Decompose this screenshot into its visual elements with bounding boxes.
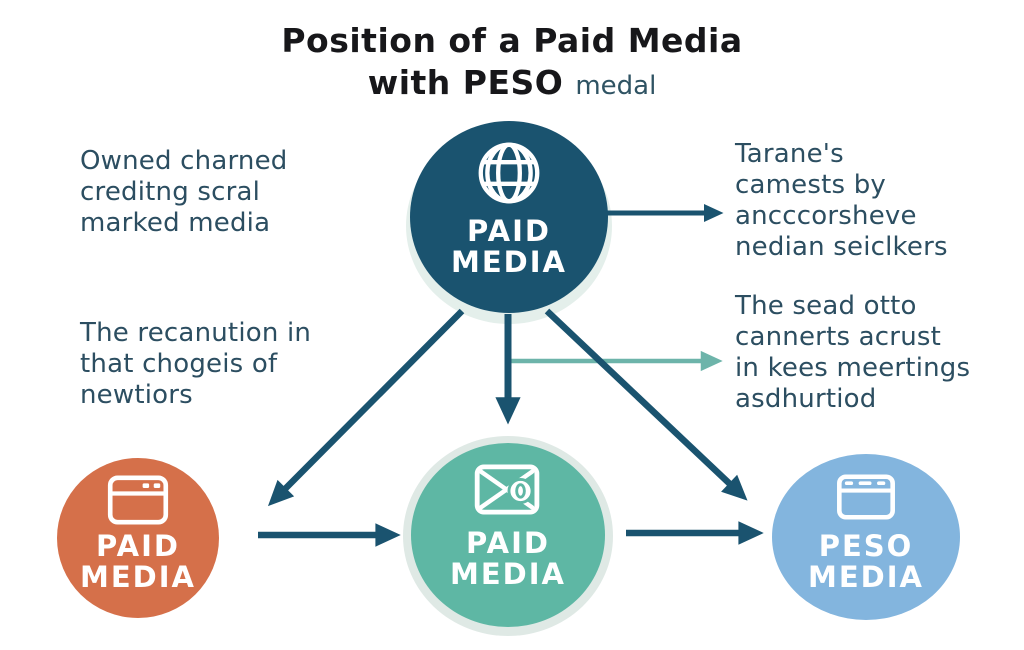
arrow-top-to-bottom-left	[267, 308, 465, 507]
node-label-line: MEDIA	[451, 245, 567, 279]
title-line-2: with PESO medal	[0, 62, 1024, 107]
note-line: cannerts acrust	[735, 322, 942, 352]
note-line: Owned charned	[80, 146, 288, 176]
note-line: asdhurtiod	[735, 384, 877, 414]
note-line: The sead otto	[735, 291, 917, 321]
note-line: Tarane's	[735, 139, 844, 169]
note-line: ancccorsheve	[735, 201, 917, 231]
note-owned-charned: Owned charned creditng scral marked medi…	[80, 146, 288, 239]
diagram-title: Position of a Paid Media with PESO medal	[0, 20, 1024, 107]
note-line: that chogeis of	[80, 349, 278, 379]
note-sead-otto: The sead otto cannerts acrust in kees me…	[735, 291, 970, 415]
node-label-line: PESO	[818, 529, 914, 563]
node-label-line: PAID	[467, 214, 551, 248]
node-label-line: MEDIA	[80, 560, 196, 594]
node-label-line: MEDIA	[450, 557, 566, 591]
globe-icon	[478, 142, 540, 204]
note-line: newtiors	[80, 380, 193, 410]
title-line-2-bold: with PESO	[367, 63, 564, 102]
browser-icon	[107, 475, 169, 525]
node-label-line: PAID	[466, 526, 550, 560]
browser-tabs-icon	[837, 474, 895, 520]
envelope-coin-icon	[474, 464, 540, 515]
note-line: in kees meertings	[735, 353, 971, 383]
title-line-2-light: medal	[575, 71, 657, 101]
title-line-1: Position of a Paid Media	[281, 21, 743, 60]
note-line: camests by	[735, 170, 886, 200]
node-paid-media-top: PAID MEDIA	[410, 121, 608, 313]
node-paid-media-left: PAID MEDIA	[57, 458, 219, 618]
note-recanution: The recanution in that chogeis of newtio…	[80, 318, 311, 411]
arrow-top-to-bottom-right	[544, 308, 748, 501]
note-line: The recanution in	[80, 318, 312, 348]
node-label-line: MEDIA	[808, 560, 924, 594]
note-taranes: Tarane's camests by ancccorsheve nedian …	[735, 139, 948, 263]
note-line: marked media	[80, 208, 271, 238]
node-label-line: PAID	[96, 529, 180, 563]
note-line: nedian seiclkers	[735, 232, 948, 262]
node-peso-media-right: PESO MEDIA	[772, 454, 960, 620]
node-paid-media-center: PAID MEDIA	[411, 443, 605, 627]
note-line: creditng scral	[80, 177, 261, 207]
